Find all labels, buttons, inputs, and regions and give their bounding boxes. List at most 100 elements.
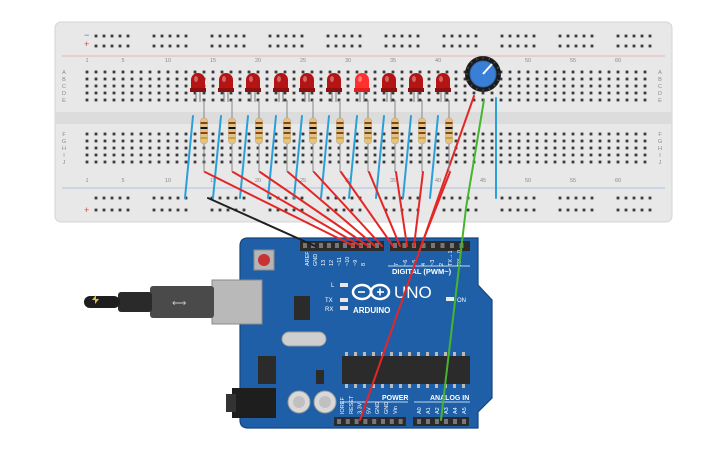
- breadboard-hole[interactable]: [373, 84, 377, 88]
- rail-hole[interactable]: [408, 208, 412, 212]
- rail-hole[interactable]: [300, 34, 304, 38]
- breadboard-hole[interactable]: [481, 139, 485, 143]
- breadboard-hole[interactable]: [346, 139, 350, 143]
- breadboard-hole[interactable]: [193, 98, 197, 102]
- rail-hole[interactable]: [400, 44, 404, 48]
- breadboard-hole[interactable]: [643, 160, 647, 164]
- rail-hole[interactable]: [292, 44, 296, 48]
- ground-wire-5[interactable]: [293, 115, 303, 199]
- breadboard-hole[interactable]: [580, 160, 584, 164]
- breadboard-hole[interactable]: [517, 153, 521, 157]
- breadboard-hole[interactable]: [265, 146, 269, 150]
- rail-hole[interactable]: [334, 44, 338, 48]
- breadboard-hole[interactable]: [310, 153, 314, 157]
- resistor-7[interactable]: [364, 100, 372, 172]
- ground-wire-6[interactable]: [320, 115, 330, 199]
- breadboard-hole[interactable]: [292, 77, 296, 81]
- ground-wire-10[interactable]: [429, 115, 439, 199]
- breadboard-hole[interactable]: [346, 77, 350, 81]
- breadboard-hole[interactable]: [130, 139, 134, 143]
- rail-hole[interactable]: [242, 196, 246, 200]
- led-10[interactable]: [435, 73, 451, 102]
- breadboard-hole[interactable]: [139, 77, 143, 81]
- breadboard-hole[interactable]: [544, 132, 548, 136]
- rail-hole[interactable]: [350, 208, 354, 212]
- breadboard-hole[interactable]: [490, 146, 494, 150]
- breadboard-hole[interactable]: [94, 91, 98, 95]
- breadboard-hole[interactable]: [526, 91, 530, 95]
- rail-hole[interactable]: [268, 208, 272, 212]
- breadboard-hole[interactable]: [427, 153, 431, 157]
- breadboard-hole[interactable]: [238, 91, 242, 95]
- breadboard-hole[interactable]: [625, 77, 629, 81]
- rail-hole[interactable]: [334, 208, 338, 212]
- breadboard-hole[interactable]: [454, 77, 458, 81]
- breadboard-hole[interactable]: [184, 146, 188, 150]
- rail-hole[interactable]: [624, 44, 628, 48]
- breadboard-hole[interactable]: [454, 153, 458, 157]
- breadboard-hole[interactable]: [580, 91, 584, 95]
- breadboard-hole[interactable]: [247, 132, 251, 136]
- breadboard-hole[interactable]: [418, 70, 422, 74]
- breadboard-hole[interactable]: [247, 160, 251, 164]
- rail-hole[interactable]: [284, 34, 288, 38]
- breadboard-hole[interactable]: [319, 98, 323, 102]
- rail-hole[interactable]: [152, 44, 156, 48]
- breadboard-hole[interactable]: [121, 153, 125, 157]
- ground-wire-9[interactable]: [402, 115, 412, 199]
- breadboard-hole[interactable]: [220, 132, 224, 136]
- breadboard-hole[interactable]: [301, 132, 305, 136]
- rail-hole[interactable]: [574, 196, 578, 200]
- breadboard-hole[interactable]: [535, 146, 539, 150]
- breadboard-hole[interactable]: [589, 146, 593, 150]
- rail-hole[interactable]: [582, 34, 586, 38]
- breadboard-hole[interactable]: [274, 132, 278, 136]
- breadboard-hole[interactable]: [157, 139, 161, 143]
- resistor-1[interactable]: [200, 100, 208, 172]
- breadboard-hole[interactable]: [157, 160, 161, 164]
- breadboard-hole[interactable]: [436, 139, 440, 143]
- rail-hole[interactable]: [168, 208, 172, 212]
- rail-hole[interactable]: [118, 44, 122, 48]
- rail-hole[interactable]: [152, 196, 156, 200]
- rail-hole[interactable]: [632, 44, 636, 48]
- rail-hole[interactable]: [342, 34, 346, 38]
- rail-hole[interactable]: [102, 34, 106, 38]
- breadboard-hole[interactable]: [508, 77, 512, 81]
- breadboard-hole[interactable]: [346, 70, 350, 74]
- breadboard-hole[interactable]: [625, 98, 629, 102]
- breadboard-hole[interactable]: [553, 146, 557, 150]
- breadboard-hole[interactable]: [328, 153, 332, 157]
- signal-wire-4[interactable]: [287, 171, 376, 247]
- breadboard-hole[interactable]: [274, 70, 278, 74]
- breadboard-hole[interactable]: [157, 84, 161, 88]
- breadboard-hole[interactable]: [265, 70, 269, 74]
- rail-hole[interactable]: [532, 196, 536, 200]
- breadboard-hole[interactable]: [526, 160, 530, 164]
- breadboard-hole[interactable]: [328, 160, 332, 164]
- breadboard-hole[interactable]: [94, 146, 98, 150]
- breadboard-hole[interactable]: [508, 160, 512, 164]
- breadboard-hole[interactable]: [598, 160, 602, 164]
- breadboard-hole[interactable]: [211, 77, 215, 81]
- breadboard-hole[interactable]: [535, 98, 539, 102]
- rail-hole[interactable]: [358, 44, 362, 48]
- rail-hole[interactable]: [176, 196, 180, 200]
- breadboard-hole[interactable]: [508, 132, 512, 136]
- breadboard-hole[interactable]: [643, 91, 647, 95]
- breadboard-hole[interactable]: [418, 153, 422, 157]
- breadboard-hole[interactable]: [499, 91, 503, 95]
- breadboard-hole[interactable]: [625, 160, 629, 164]
- rail-hole[interactable]: [632, 196, 636, 200]
- ground-wire-8[interactable]: [375, 115, 385, 199]
- rail-hole[interactable]: [210, 208, 214, 212]
- breadboard-hole[interactable]: [598, 139, 602, 143]
- rail-hole[interactable]: [218, 208, 222, 212]
- signal-wire-6[interactable]: [340, 171, 394, 247]
- breadboard-hole[interactable]: [580, 132, 584, 136]
- breadboard-hole[interactable]: [553, 84, 557, 88]
- breadboard-hole[interactable]: [121, 98, 125, 102]
- breadboard-hole[interactable]: [589, 98, 593, 102]
- breadboard-hole[interactable]: [175, 70, 179, 74]
- breadboard-hole[interactable]: [103, 91, 107, 95]
